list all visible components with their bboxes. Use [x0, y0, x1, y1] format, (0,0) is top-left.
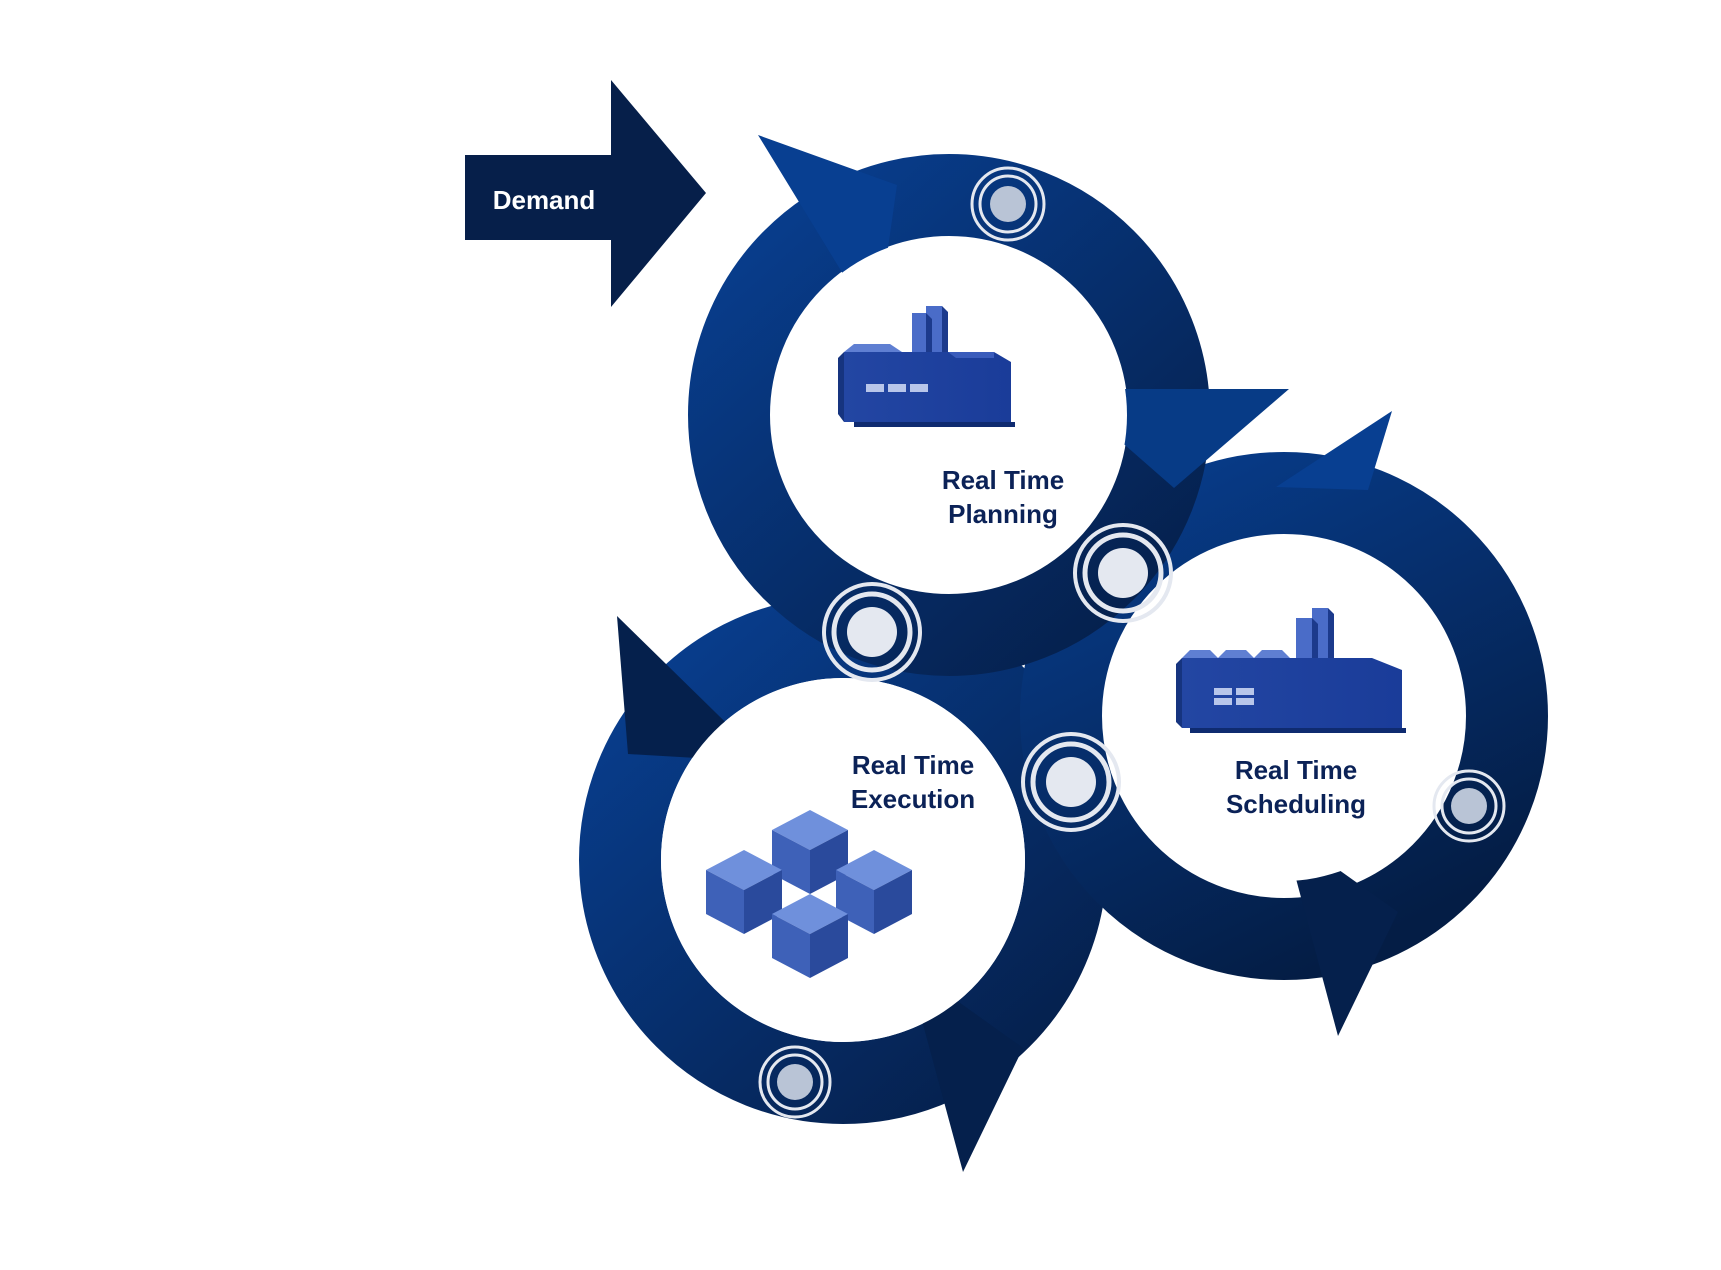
node-marker [970, 166, 1046, 242]
execution-arrowhead-bottom [907, 965, 1023, 1172]
scheduling-arrowhead-top [1276, 411, 1392, 490]
scheduling-label-line2: Scheduling [1226, 789, 1366, 819]
scheduling-label-line1: Real Time [1235, 755, 1357, 785]
scheduling-ring [1020, 452, 1548, 980]
node-marker [822, 582, 922, 682]
factory-icon [1176, 608, 1406, 733]
planning-label-line2: Planning [948, 499, 1058, 529]
cubes-icon [706, 810, 912, 978]
scheduling-arrowhead-bottom [1283, 830, 1398, 1036]
node-marker [758, 1045, 832, 1119]
node-marker [1021, 732, 1121, 832]
demand-arrow-shape [465, 80, 706, 307]
execution-label-line1: Real Time [852, 750, 974, 780]
factory-icon [838, 306, 1015, 427]
node-marker [1073, 523, 1173, 623]
node-marker [1432, 769, 1506, 843]
planning-label-line1: Real Time [942, 465, 1064, 495]
execution-label-line2: Execution [851, 784, 975, 814]
demand-arrow [465, 80, 706, 307]
demand-label: Demand [493, 185, 596, 215]
